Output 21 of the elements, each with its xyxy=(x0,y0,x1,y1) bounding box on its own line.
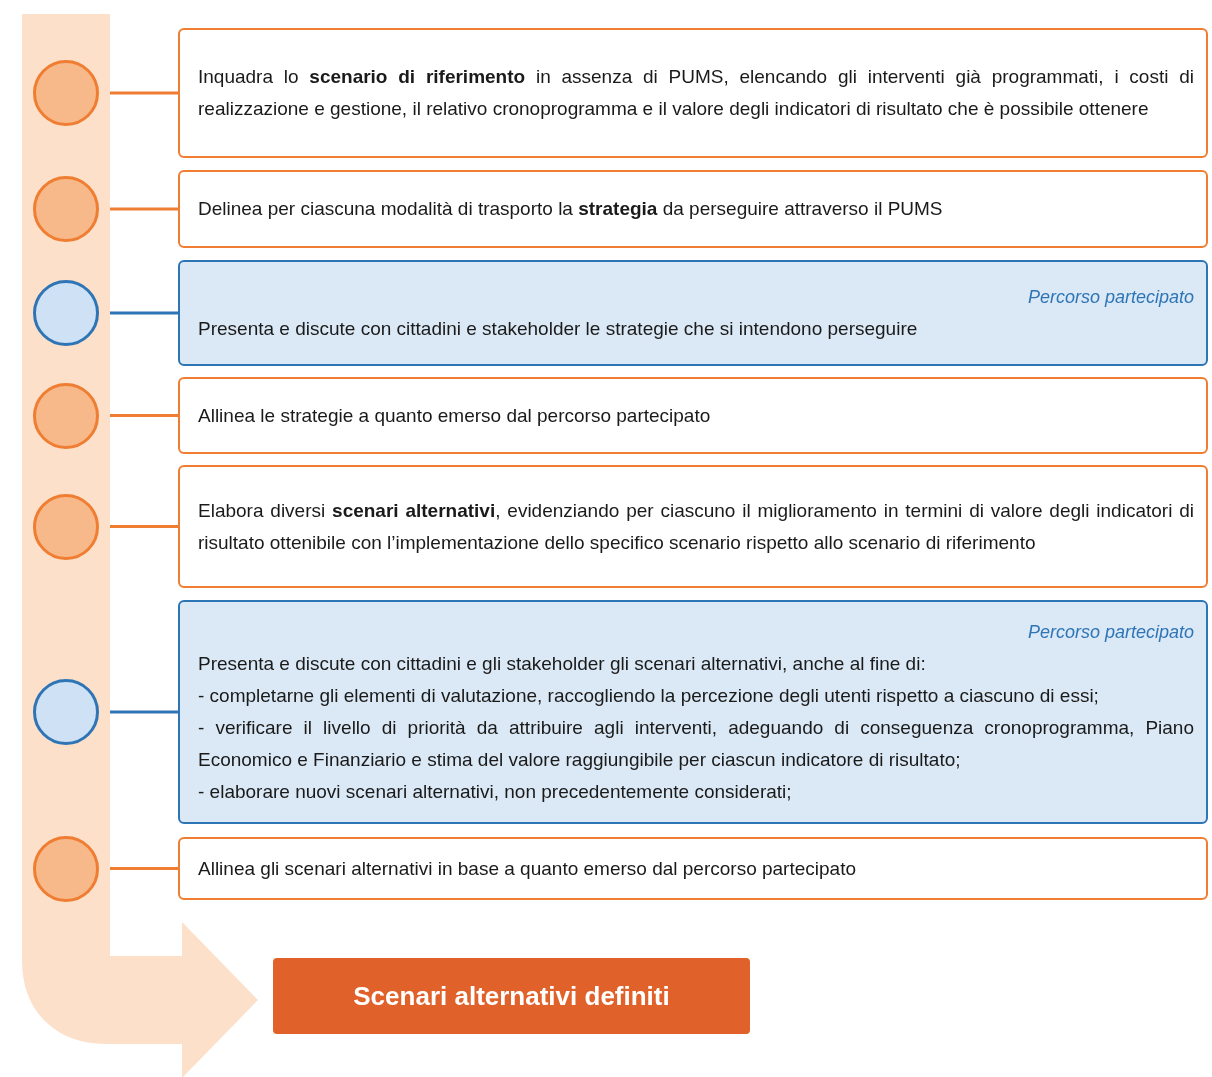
participation-label: Percorso partecipato xyxy=(1027,286,1194,309)
step-box xyxy=(178,377,1208,454)
step-text: Delinea per ciascuna modalità di trasporto la strategia da perseguire attraverso il PUMS xyxy=(198,197,944,221)
step-text: Allinea le strategie a quanto emerso dal percorso partecipato xyxy=(198,403,712,428)
step-text: - verificare il livello di priorità da attribuire agli interventi, adeguando di conseguenza cronoprogramma, Piano Economico e Finanziario e stima del valore raggiungibile per ciascun indicatore di risultato; xyxy=(198,716,1194,772)
step-text: Presenta e discute con cittadini e gli stakeholder gli scenari alternativi, anche al fine di: xyxy=(198,652,927,676)
step-text: - completarne gli elementi di valutazione, raccogliendo la percezione degli utenti rispetto a ciascuno di essi; xyxy=(198,684,1100,708)
participation-step-box xyxy=(178,260,1208,366)
step-text: Inquadra lo scenario di riferimento in assenza di PUMS, elencando gli interventi già programmati, i costi di realizzazione e gestione, il relativo cronoprogramma e il valore degli indicatori di risultato che è possibile ottenere xyxy=(198,65,1194,121)
step-text: Presenta e discute con cittadini e stakeholder le strategie che si intendono perseguire xyxy=(198,317,919,341)
step-box xyxy=(178,28,1208,158)
participation-label: Percorso partecipato xyxy=(1027,621,1194,644)
step-text: Allinea gli scenari alternativi in base a quanto emerso dal percorso partecipato xyxy=(198,856,857,881)
step-text: Elabora diversi scenari alternativi, evidenziando per ciascuno il miglioramento in termini di valore degli indicatori di risultato ottenibile con l’implementazione dello specifico scenario rispetto allo scenario di riferimento xyxy=(198,498,1194,555)
step-box xyxy=(178,170,1208,248)
flow-band-arrow xyxy=(22,14,258,1077)
step-text: - elaborare nuovi scenari alternativi, non precedentemente considerati; xyxy=(198,780,793,804)
step-box xyxy=(178,837,1208,900)
result-box: Scenari alternativi definiti xyxy=(273,958,750,1034)
step-box xyxy=(178,465,1208,588)
participation-step-box xyxy=(178,600,1208,824)
